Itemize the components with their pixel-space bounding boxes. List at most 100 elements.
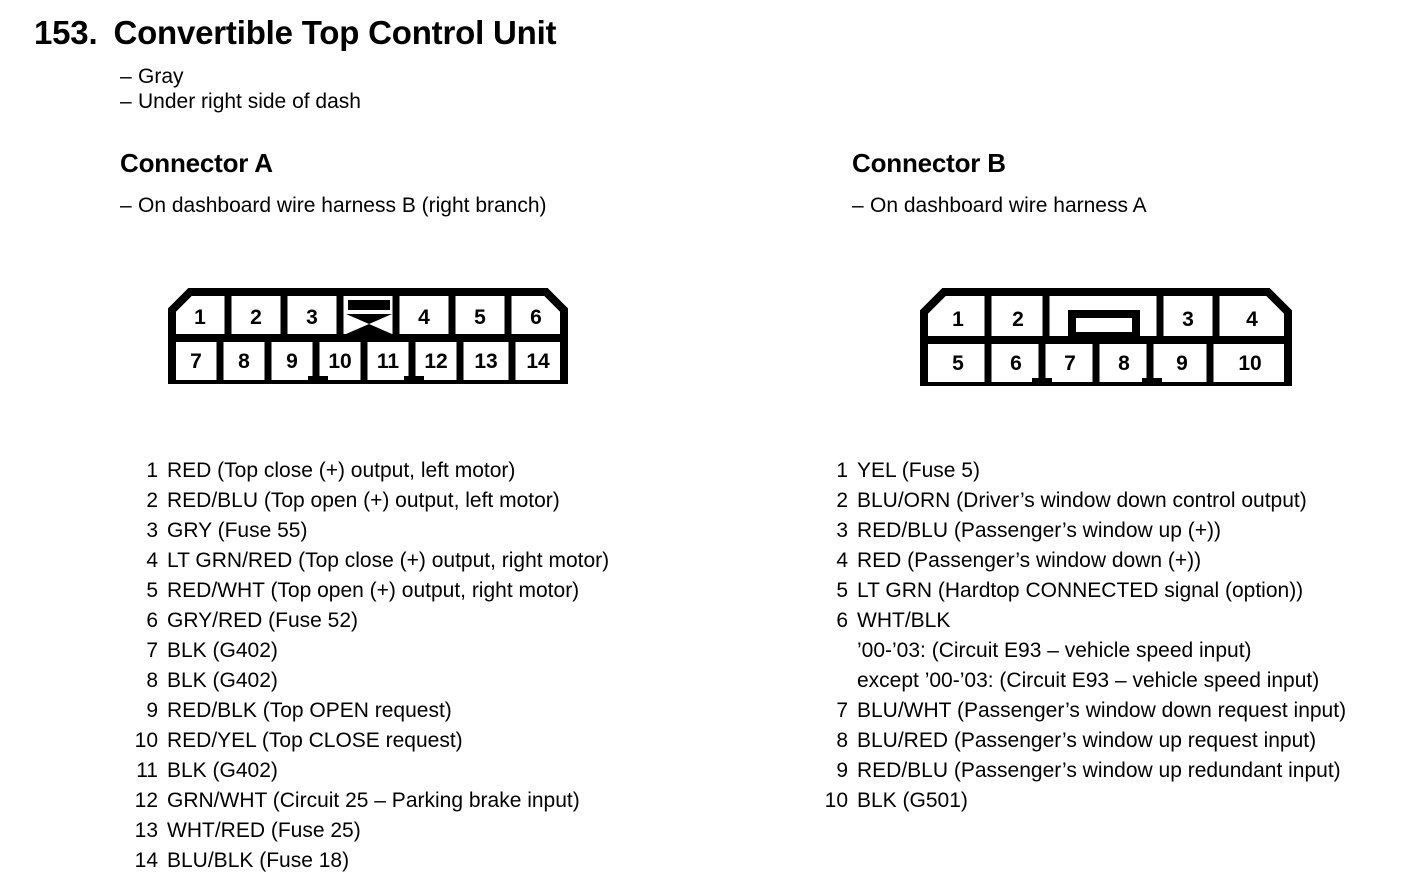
conn-a-pin-label-11: 11 xyxy=(377,350,400,373)
conn-b-tab-right xyxy=(1142,378,1162,390)
pin-description: RED (Passenger’s window down (+)) xyxy=(857,549,1202,572)
conn-b-pin-label-5: 5 xyxy=(952,352,964,375)
pin-row: 13 WHT/RED (Fuse 25) xyxy=(128,816,609,846)
pin-description: BLU/RED (Passenger’s window up request i… xyxy=(857,729,1317,752)
pin-description: BLK (G501) xyxy=(857,789,968,812)
pin-description: WHT/RED (Fuse 25) xyxy=(167,819,361,842)
conn-a-tab-right xyxy=(404,376,424,388)
connector-a-heading-block: Connector A –On dashboard wire harness B… xyxy=(120,148,780,218)
pin-row: 9 RED/BLK (Top OPEN request) xyxy=(128,696,609,726)
conn-a-pin-label-9: 9 xyxy=(286,350,298,373)
conn-b-pin-label-8: 8 xyxy=(1118,352,1130,375)
conn-a-pin-label-14: 14 xyxy=(526,350,550,373)
conn-b-pin-label-10: 10 xyxy=(1238,352,1261,375)
conn-a-tab-left xyxy=(308,376,328,388)
page-title-text: Convertible Top Control Unit xyxy=(113,14,557,51)
pin-description: GRY/RED (Fuse 52) xyxy=(167,609,358,632)
pin-number: 6 xyxy=(836,609,848,632)
pin-number: 4 xyxy=(146,549,158,572)
connector-a-diagram: 1 2 3 4 5 6 7 8 9 10 11 12 13 14 xyxy=(168,288,568,389)
connector-b-subtitle-text: On dashboard wire harness A xyxy=(870,194,1147,217)
pin-number: 3 xyxy=(836,519,848,542)
pin-number: 3 xyxy=(146,519,158,542)
conn-b-pin-label-1: 1 xyxy=(952,308,964,331)
pin-description: RED/BLK (Top OPEN request) xyxy=(167,699,452,722)
connector-b-title: Connector B xyxy=(852,148,1006,178)
connector-a-title: Connector A xyxy=(120,148,273,178)
connector-b-subtitle: –On dashboard wire harness A xyxy=(852,194,1408,218)
pin-number: 10 xyxy=(134,729,158,752)
pin-description: RED/BLU (Passenger’s window up redundant… xyxy=(857,759,1341,782)
pin-number: 14 xyxy=(134,849,158,872)
pin-row: 1 YEL (Fuse 5) xyxy=(818,456,1346,486)
pin-description: BLK (G402) xyxy=(167,759,278,782)
pin-subline: except ’00-’03: (Circuit E93 – vehicle s… xyxy=(857,669,1320,692)
pin-description: RED/BLU (Top open (+) output, left motor… xyxy=(167,489,560,512)
conn-b-tab-left xyxy=(1032,378,1052,390)
pin-number: 8 xyxy=(836,729,848,752)
conn-a-pin-label-12: 12 xyxy=(424,350,447,373)
pin-description: BLU/BLK (Fuse 18) xyxy=(167,849,350,872)
conn-a-blocked-x-icon xyxy=(346,314,392,334)
section-number: 153. xyxy=(34,14,98,51)
conn-a-pin-label-3: 3 xyxy=(306,306,318,329)
pin-number: 9 xyxy=(836,759,848,782)
pin-number: 9 xyxy=(146,699,158,722)
pin-row: 9 RED/BLU (Passenger’s window up redundan… xyxy=(818,756,1346,786)
connector-a-subtitle-text: On dashboard wire harness B (right branc… xyxy=(138,194,547,217)
pin-description: RED/BLU (Passenger’s window up (+)) xyxy=(857,519,1221,542)
conn-b-pin-label-6: 6 xyxy=(1010,352,1022,375)
pin-row: 11 BLK (G402) xyxy=(128,756,609,786)
pin-description: LT GRN/RED (Top close (+) output, right … xyxy=(167,549,610,572)
pin-number: 2 xyxy=(146,489,158,512)
conn-a-blocked-bar xyxy=(348,300,390,310)
pin-number: 10 xyxy=(824,789,848,812)
pin-description: BLU/WHT (Passenger’s window down request… xyxy=(857,699,1347,722)
pin-row: 3 RED/BLU (Passenger’s window up (+)) xyxy=(818,516,1346,546)
pin-number: 7 xyxy=(146,639,158,662)
pin-number: 1 xyxy=(836,459,848,482)
conn-b-key-slot-icon xyxy=(1068,310,1140,340)
pin-description: YEL (Fuse 5) xyxy=(857,459,980,482)
pin-number: 1 xyxy=(146,459,158,482)
dash-glyph: – xyxy=(120,90,132,113)
pin-row: 3 GRY (Fuse 55) xyxy=(128,516,609,546)
pin-number: 5 xyxy=(146,579,158,602)
unit-note-location: –Under right side of dash xyxy=(120,89,361,114)
conn-a-pin-label-6: 6 xyxy=(530,306,542,329)
pin-number: 11 xyxy=(136,759,158,782)
pin-description: RED/YEL (Top CLOSE request) xyxy=(167,729,463,752)
conn-b-pin-label-4: 4 xyxy=(1246,308,1258,331)
pin-number: 13 xyxy=(134,819,158,842)
dash-glyph: – xyxy=(120,194,132,217)
connector-a-svg: 1 2 3 4 5 6 7 8 9 10 11 12 13 14 xyxy=(168,288,568,388)
conn-b-pin-label-3: 3 xyxy=(1182,308,1194,331)
connector-b-svg: 1 2 3 4 5 6 7 8 9 10 xyxy=(920,288,1292,390)
conn-a-pin-label-5: 5 xyxy=(474,306,486,329)
pin-description: GRY (Fuse 55) xyxy=(167,519,308,542)
unit-note-location-text: Under right side of dash xyxy=(138,90,361,113)
conn-a-pin-label-2: 2 xyxy=(250,306,262,329)
pin-description: LT GRN (Hardtop CONNECTED signal (option… xyxy=(857,579,1304,602)
pin-number: 2 xyxy=(836,489,848,512)
unit-note-color-text: Gray xyxy=(138,65,184,88)
conn-b-pin-label-2: 2 xyxy=(1012,308,1024,331)
pin-description: GRN/WHT (Circuit 25 – Parking brake inpu… xyxy=(167,789,580,812)
dash-glyph: – xyxy=(852,194,864,217)
pin-number: 4 xyxy=(836,549,848,572)
pin-number: 5 xyxy=(836,579,848,602)
connector-b-heading-block: Connector B –On dashboard wire harness A xyxy=(852,148,1408,218)
conn-b-pin-label-9: 9 xyxy=(1176,352,1188,375)
pin-row: 4 RED (Passenger’s window down (+)) xyxy=(818,546,1346,576)
pin-row: 10 BLK (G501) xyxy=(818,786,1346,816)
pin-row: 5 LT GRN (Hardtop CONNECTED signal (optio… xyxy=(818,576,1346,606)
